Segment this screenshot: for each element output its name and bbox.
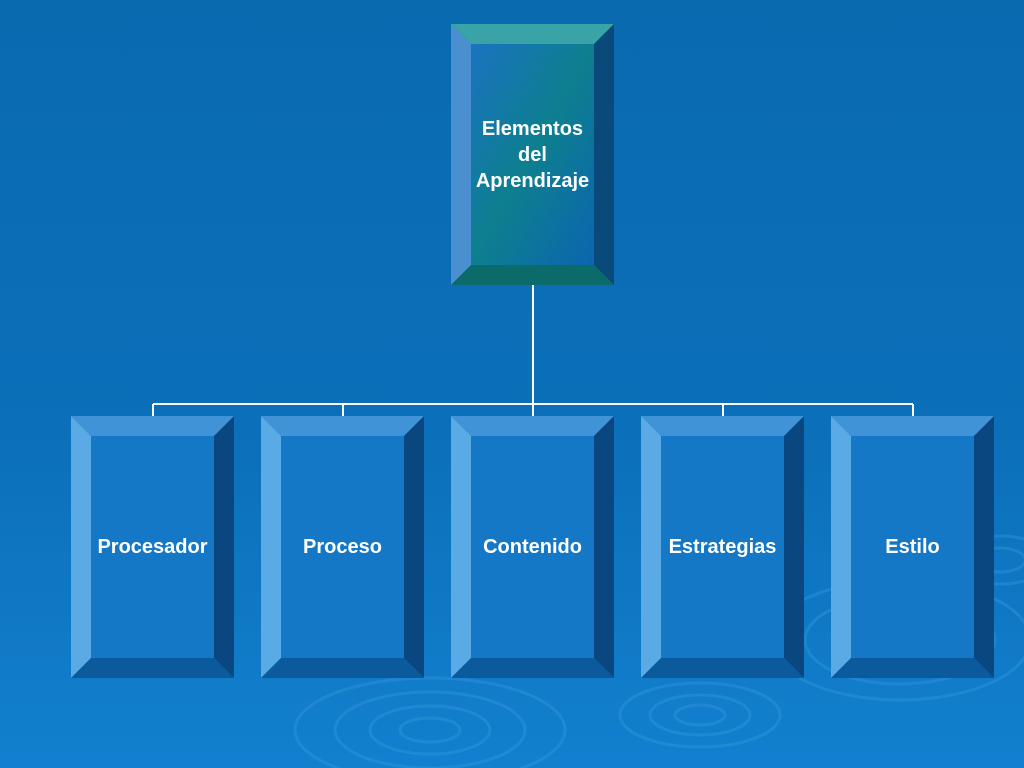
root-node: Elementos del Aprendizaje [451,24,614,285]
child-node-procesador: Procesador [71,416,234,678]
child-node-bevel [831,416,994,678]
child-node-label: Contenido [483,536,582,558]
root-node-bevel [451,24,614,285]
child-node-bevel [261,416,424,678]
child-node-label: Proceso [303,536,382,558]
child-node-estrategias: Estrategias [641,416,804,678]
child-node-estilo: Estilo [831,416,994,678]
child-node-label: Estrategias [668,536,777,558]
child-node-bevel [451,416,614,678]
child-node-bevel [641,416,804,678]
root-node-label: Elementos del Aprendizaje [475,118,590,192]
child-node-label: Estilo [885,536,940,558]
child-node-label: Procesador [97,536,208,558]
child-node-contenido: Contenido [451,416,614,678]
child-node-bevel [71,416,234,678]
child-node-proceso: Proceso [261,416,424,678]
